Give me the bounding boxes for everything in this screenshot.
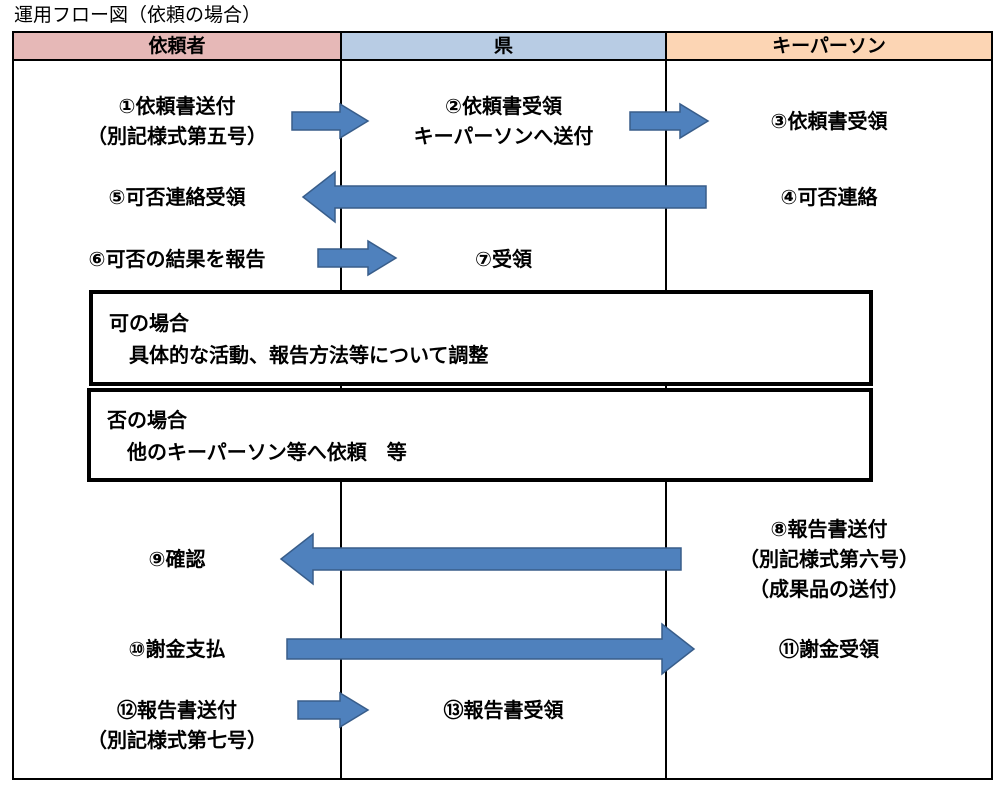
column-header-keyperson: キーパーソン — [667, 33, 991, 59]
arrow-2-to-3 — [629, 102, 710, 140]
approved-case-box: 可の場合 具体的な活動、報告方法等について調整 — [89, 290, 873, 386]
step-10-label: ⑩謝金支払 — [128, 637, 226, 661]
approved-case-body: 具体的な活動、報告方法等について調整 — [129, 343, 489, 367]
arrow-8-to-9 — [279, 532, 682, 586]
step-13-label: ⑬報告書受領 — [443, 698, 564, 722]
step-7-label: ⑦受領 — [475, 247, 532, 271]
step-1-label: ①依頼書送付（別記様式第五号） — [87, 94, 267, 148]
step-2-label: ②依頼書受領キーパーソンへ送付 — [413, 94, 594, 148]
step-4-label: ④可否連絡 — [780, 185, 878, 209]
declined-case-heading: 否の場合 — [107, 408, 187, 432]
step-3-label: ③依頼書受領 — [770, 109, 888, 133]
arrow-1-to-2 — [291, 102, 370, 140]
declined-case-box: 否の場合 他のキーパーソン等へ依頼 等 — [87, 388, 873, 482]
step-9-label: ⑨確認 — [148, 547, 206, 571]
arrow-4-to-5 — [301, 170, 707, 224]
column-header-requester: 依頼者 — [14, 33, 340, 59]
arrow-12-to-13 — [297, 691, 370, 729]
header-divider — [12, 59, 993, 61]
step-11-label: ⑪謝金受領 — [779, 637, 879, 661]
step-8-label: ⑧報告書送付（別記様式第六号）（成果品の送付） — [739, 517, 919, 601]
page-title: 運用フロー図（依頼の場合） — [14, 4, 262, 26]
step-5-label: ⑤可否連絡受領 — [108, 185, 246, 209]
declined-case-body: 他のキーパーソン等へ依頼 等 — [127, 440, 407, 464]
approved-case-heading: 可の場合 — [109, 311, 189, 335]
step-12-label: ⑫報告書送付（別記様式第七号） — [87, 698, 267, 752]
step-6-label: ⑥可否の結果を報告 — [88, 247, 266, 271]
arrow-10-to-11 — [286, 622, 696, 676]
flow-table — [12, 31, 993, 780]
arrow-6-to-7 — [317, 239, 398, 277]
column-header-prefecture: 県 — [342, 33, 665, 59]
